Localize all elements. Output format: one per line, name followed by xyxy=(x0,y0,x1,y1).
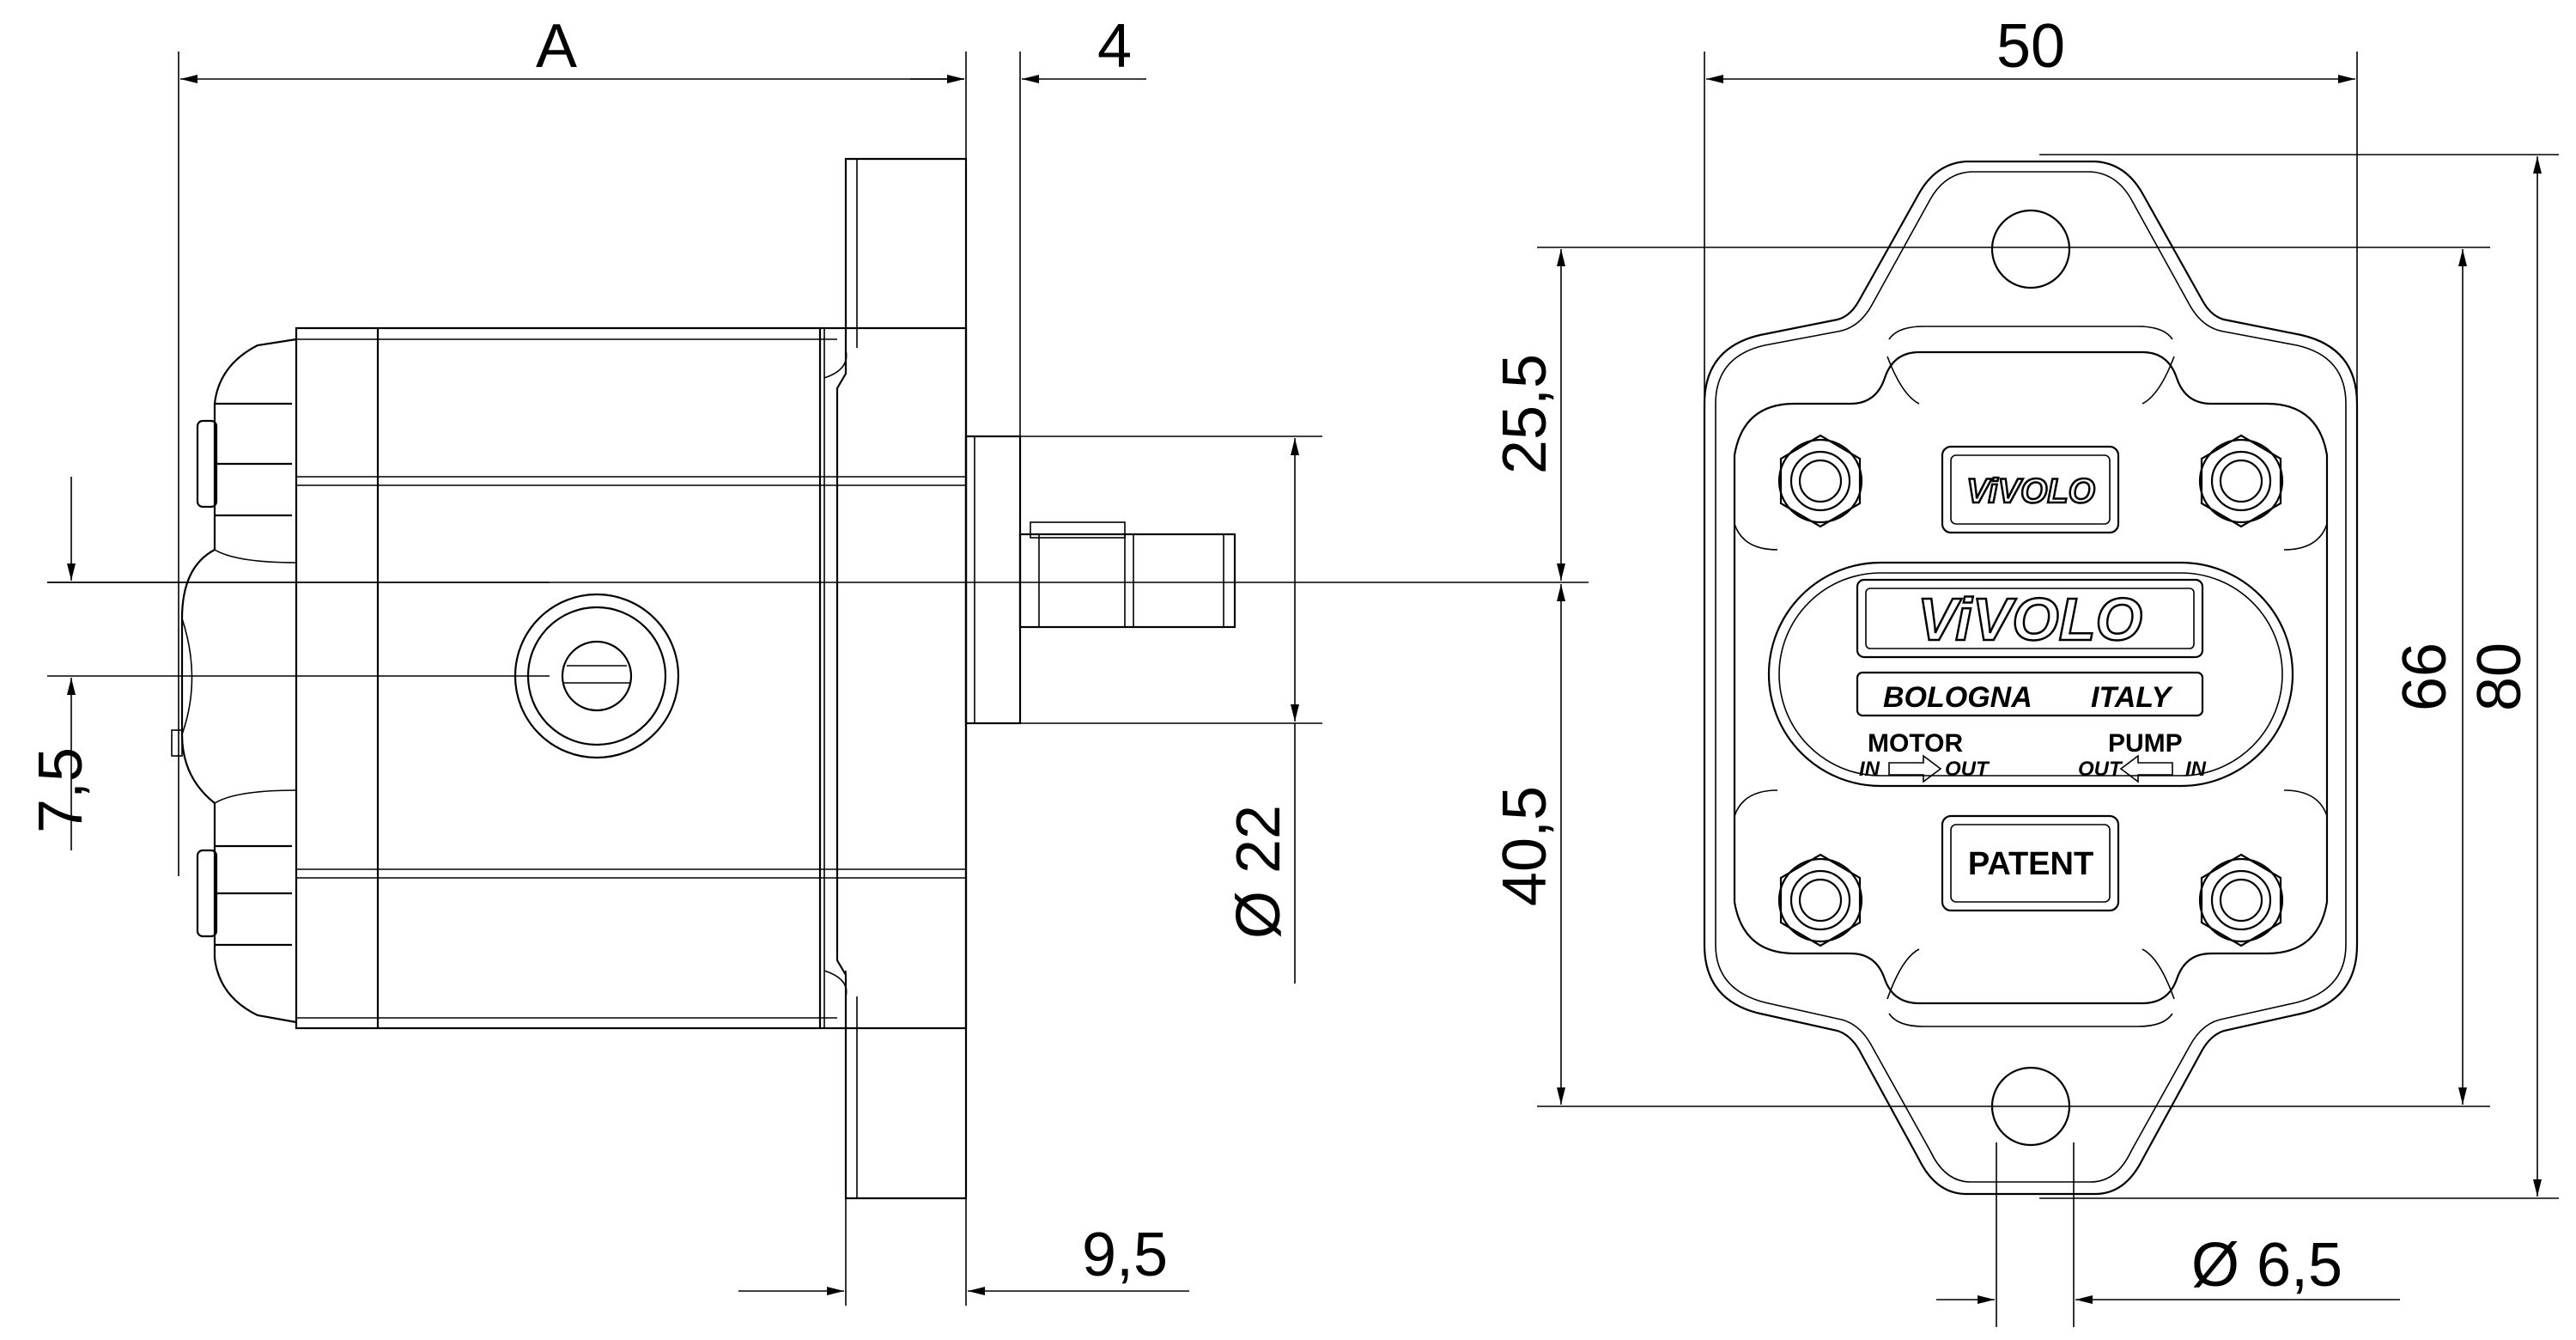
dimension-a-label: A xyxy=(536,12,577,81)
dimension-25-5-label: 25,5 xyxy=(1491,354,1559,474)
pump-out-label: OUT xyxy=(2078,758,2123,781)
pump-label: PUMP xyxy=(2108,729,2183,758)
front-view: 50 25,5 40,5 66 80 Ø 6,5 xyxy=(1491,12,2559,1327)
brand-logo-large: ViVOLO xyxy=(1917,586,2142,653)
flange-outline xyxy=(1703,160,2359,1196)
dimension-80: 80 xyxy=(2465,156,2542,1197)
bolt-top-right xyxy=(2198,434,2284,528)
central-panel: ViVOLO BOLOGNA ITALY xyxy=(1767,561,2294,788)
dimension-66-label: 66 xyxy=(2391,643,2459,711)
dimension-diameter-6-5: Ø 6,5 xyxy=(1936,1231,2400,1304)
dimension-40-5: 40,5 xyxy=(1491,584,1565,1105)
pump-in-label: IN xyxy=(2185,758,2207,781)
bolt-bottom-left xyxy=(1777,853,1863,947)
dimension-a: A xyxy=(180,12,964,83)
end-cap xyxy=(171,338,297,1024)
dimension-50-label: 50 xyxy=(1996,12,2065,81)
side-port xyxy=(513,593,680,759)
motor-out-label: OUT xyxy=(1945,758,1990,781)
dimension-diameter-22: Ø 22 xyxy=(977,436,1322,984)
motor-in-label: IN xyxy=(1859,758,1880,781)
bolt-bottom-right xyxy=(2198,853,2284,947)
dimension-diameter-22-label: Ø 22 xyxy=(1224,805,1293,939)
inner-body xyxy=(1733,350,2329,1005)
dimension-40-5-label: 40,5 xyxy=(1491,786,1559,906)
dimension-diameter-6-5-label: Ø 6,5 xyxy=(2191,1231,2342,1300)
mounting-hole-top xyxy=(1990,209,2071,289)
patent-plate: PATENT xyxy=(1941,814,2120,912)
dimension-9-5: 9,5 xyxy=(738,1221,1189,1295)
dimension-7-5-label: 7,5 xyxy=(27,747,95,833)
mounting-flange xyxy=(823,157,968,1200)
drive-shaft xyxy=(964,435,1236,725)
brand-logo-small: ViVOLO xyxy=(1966,472,2095,510)
dimension-25-5: 25,5 xyxy=(1491,249,1565,581)
dimension-7-5: 7,5 xyxy=(27,477,550,850)
dimension-4: 4 xyxy=(910,12,1146,83)
location-left-text: BOLOGNA xyxy=(1883,681,2032,714)
mounting-hole-bottom xyxy=(1990,1066,2071,1147)
bolt-top-left xyxy=(1777,434,1863,528)
location-right-text: ITALY xyxy=(2091,681,2173,714)
pump-arrow-icon xyxy=(2119,754,2173,783)
dimension-9-5-label: 9,5 xyxy=(1082,1221,1168,1289)
dimension-50: 50 xyxy=(1706,12,2355,83)
dimension-80-label: 80 xyxy=(2465,643,2534,711)
motor-arrow-icon xyxy=(1888,754,1942,783)
motor-direction: MOTOR IN OUT xyxy=(1859,729,1990,783)
dimension-4-label: 4 xyxy=(1097,12,1132,81)
motor-label: MOTOR xyxy=(1868,729,1963,758)
dimension-66: 66 xyxy=(2391,249,2467,1105)
pump-body xyxy=(295,326,968,1030)
side-view: A 4 9,5 7,5 Ø 22 xyxy=(27,12,1589,1306)
pump-direction: PUMP OUT IN xyxy=(2078,729,2207,783)
small-logo-plate: ViVOLO xyxy=(1941,445,2120,534)
patent-label: PATENT xyxy=(1968,846,2093,882)
